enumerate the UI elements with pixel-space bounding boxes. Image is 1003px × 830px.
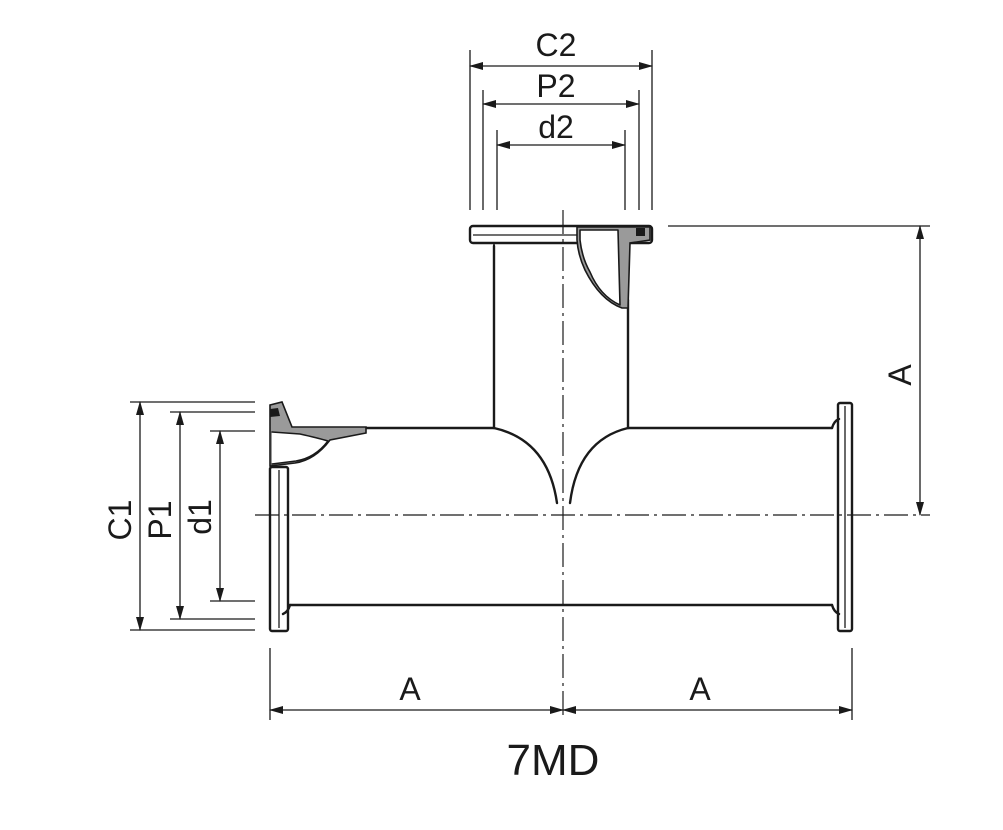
dim-label-d2: d2	[538, 109, 574, 145]
dim-label-a-vertical: A	[882, 364, 918, 386]
dim-label-c2: C2	[536, 27, 577, 63]
dim-label-p2: P2	[536, 68, 575, 104]
top-flange	[468, 224, 654, 309]
dim-label-p1: P1	[142, 500, 178, 539]
left-dimension-group: C1 P1 d1	[102, 401, 255, 631]
top-dimension-group: C2 P2 d2	[469, 27, 653, 210]
branch-body	[492, 244, 630, 505]
left-flange	[268, 401, 367, 633]
dim-label-d1: d1	[182, 499, 218, 535]
main-run-body	[281, 417, 841, 616]
dim-label-a-left: A	[399, 671, 421, 707]
right-flange	[836, 401, 854, 633]
dim-label-c1: C1	[102, 500, 138, 541]
model-code-label: 7MD	[507, 736, 600, 785]
dim-label-a-right: A	[689, 671, 711, 707]
right-dimension-group: A	[668, 225, 930, 516]
bottom-dimension-group: A A	[269, 648, 853, 720]
